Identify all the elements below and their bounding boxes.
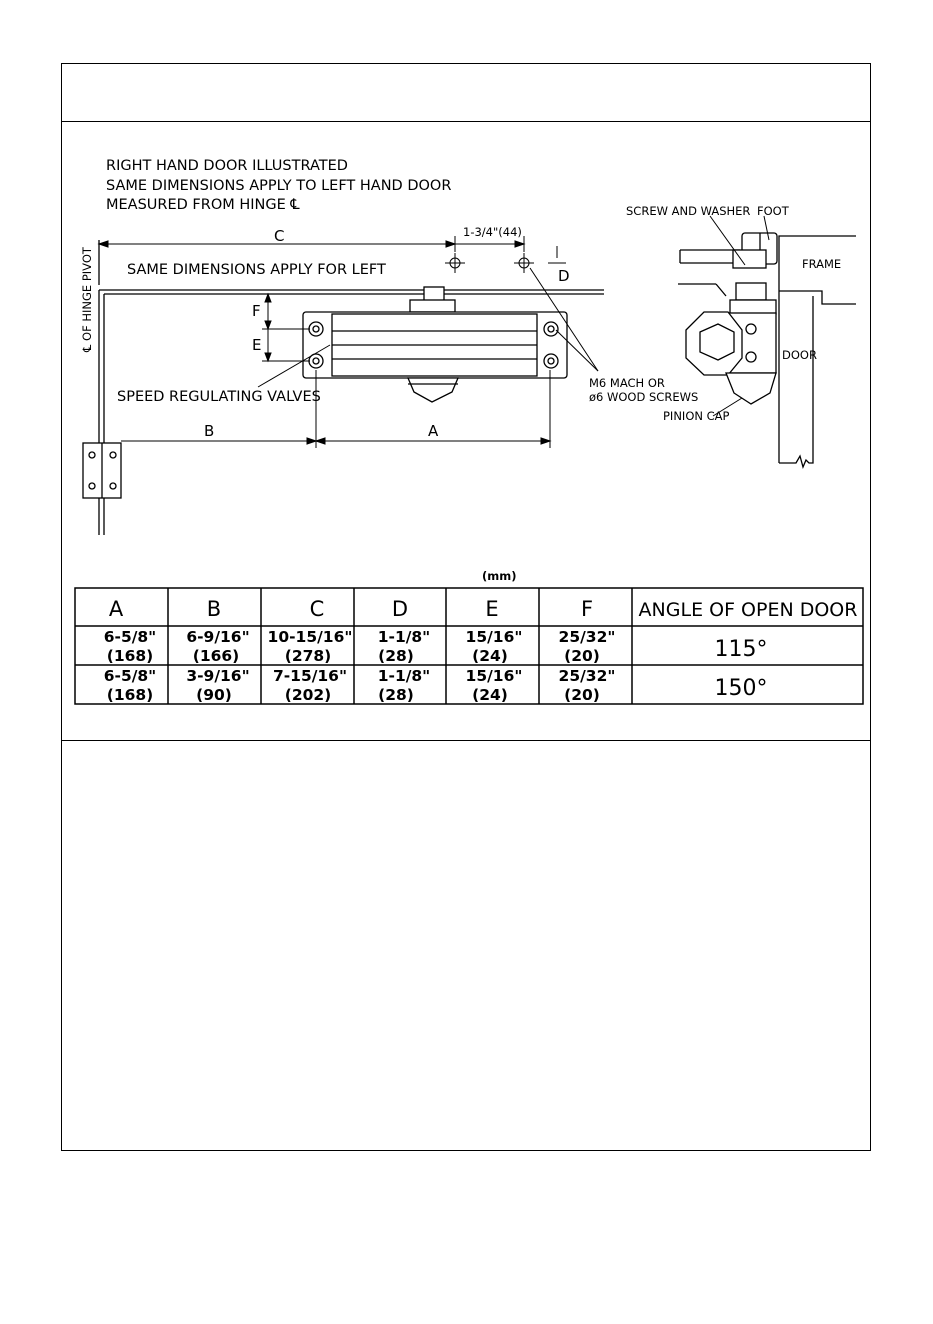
dim-label-e: E	[252, 336, 261, 354]
table-unit: (mm)	[482, 569, 516, 583]
table-row: 6-5/8" (168) 6-9/16" (166) 10-15/16" (27…	[104, 628, 768, 665]
pinion-cap-label: PINION CAP	[663, 409, 730, 423]
door-edge	[98, 240, 604, 535]
table-header-f: F	[581, 597, 593, 621]
table-cell: (90)	[196, 686, 232, 704]
dim-label-f: F	[252, 302, 261, 320]
dimension-b-a	[121, 370, 552, 448]
table-header-b: B	[207, 597, 221, 621]
side-view-leaders	[709, 215, 770, 417]
screw-washer-label: SCREW AND WASHER	[626, 204, 750, 218]
table-cell: (28)	[378, 647, 414, 665]
left-dimension-note: SAME DIMENSIONS APPLY FOR LEFT	[127, 262, 386, 278]
table-cell: (168)	[107, 647, 154, 665]
outer-frame	[61, 63, 871, 1151]
dimension-table	[74, 587, 864, 705]
table-cell: 7-15/16"	[273, 667, 347, 685]
table-header-angle: ANGLE OF OPEN DOOR	[639, 599, 858, 621]
table-cell: (278)	[285, 647, 332, 665]
table-cell: 10-15/16"	[268, 628, 353, 646]
screws-label-1: M6 MACH OR	[589, 376, 665, 390]
body-divider	[61, 740, 871, 741]
table-cell: (20)	[564, 686, 600, 704]
table-cell: 6-5/8"	[104, 667, 157, 685]
table-cell: 15/16"	[466, 628, 523, 646]
dim-label-b: B	[204, 422, 214, 440]
table-cell: (24)	[472, 686, 508, 704]
foot-label: FOOT	[757, 204, 790, 218]
dim-label-c: C	[274, 227, 284, 245]
table-header: A B C D E F ANGLE OF OPEN DOOR	[109, 597, 858, 621]
mounting-holes-top	[440, 236, 566, 273]
dim-label-d: D	[558, 267, 570, 285]
table-cell: (166)	[193, 647, 240, 665]
table-cell: 25/32"	[559, 667, 616, 685]
table-row: 6-5/8" (168) 3-9/16" (90) 7-15/16" (202)…	[104, 667, 768, 704]
table-cell: 15/16"	[466, 667, 523, 685]
screws-label-2: ø6 WOOD SCREWS	[589, 390, 698, 404]
table-cell: 6-9/16"	[186, 628, 249, 646]
table-cell-angle: 150°	[715, 676, 768, 701]
table-header-e: E	[485, 597, 498, 621]
hinge-pivot-label: ℄ OF HINGE PIVOT	[80, 246, 94, 353]
table-cell: 1-1/8"	[378, 667, 431, 685]
table-cell: (24)	[472, 647, 508, 665]
hinge-plate	[82, 442, 122, 499]
speed-valves-label: SPEED REGULATING VALVES	[117, 389, 321, 405]
table-cell: 6-5/8"	[104, 628, 157, 646]
side-view	[678, 232, 856, 469]
table-cell: 1-1/8"	[378, 628, 431, 646]
door-label: DOOR	[782, 348, 817, 362]
table-cell: 25/32"	[559, 628, 616, 646]
offset-label: 1-3/4"(44)	[463, 225, 522, 239]
leader-lines	[257, 267, 599, 388]
table-header-d: D	[392, 597, 408, 621]
frame-label: FRAME	[802, 257, 841, 271]
table-cell: (202)	[285, 686, 332, 704]
table-cell: (28)	[378, 686, 414, 704]
header-divider	[61, 121, 871, 122]
table-header-c: C	[310, 597, 325, 621]
note-line-1: RIGHT HAND DOOR ILLUSTRATED	[106, 158, 348, 174]
table-cell-angle: 115°	[715, 637, 768, 662]
closer-body	[302, 286, 568, 403]
table-header-a: A	[109, 597, 124, 621]
dim-label-a: A	[428, 422, 439, 440]
table-cell: (20)	[564, 647, 600, 665]
table-cell: 3-9/16"	[186, 667, 249, 685]
note-line-2: SAME DIMENSIONS APPLY TO LEFT HAND DOOR	[106, 178, 451, 194]
table-cell: (168)	[107, 686, 154, 704]
note-line-3: MEASURED FROM HINGE ℄	[106, 197, 300, 213]
